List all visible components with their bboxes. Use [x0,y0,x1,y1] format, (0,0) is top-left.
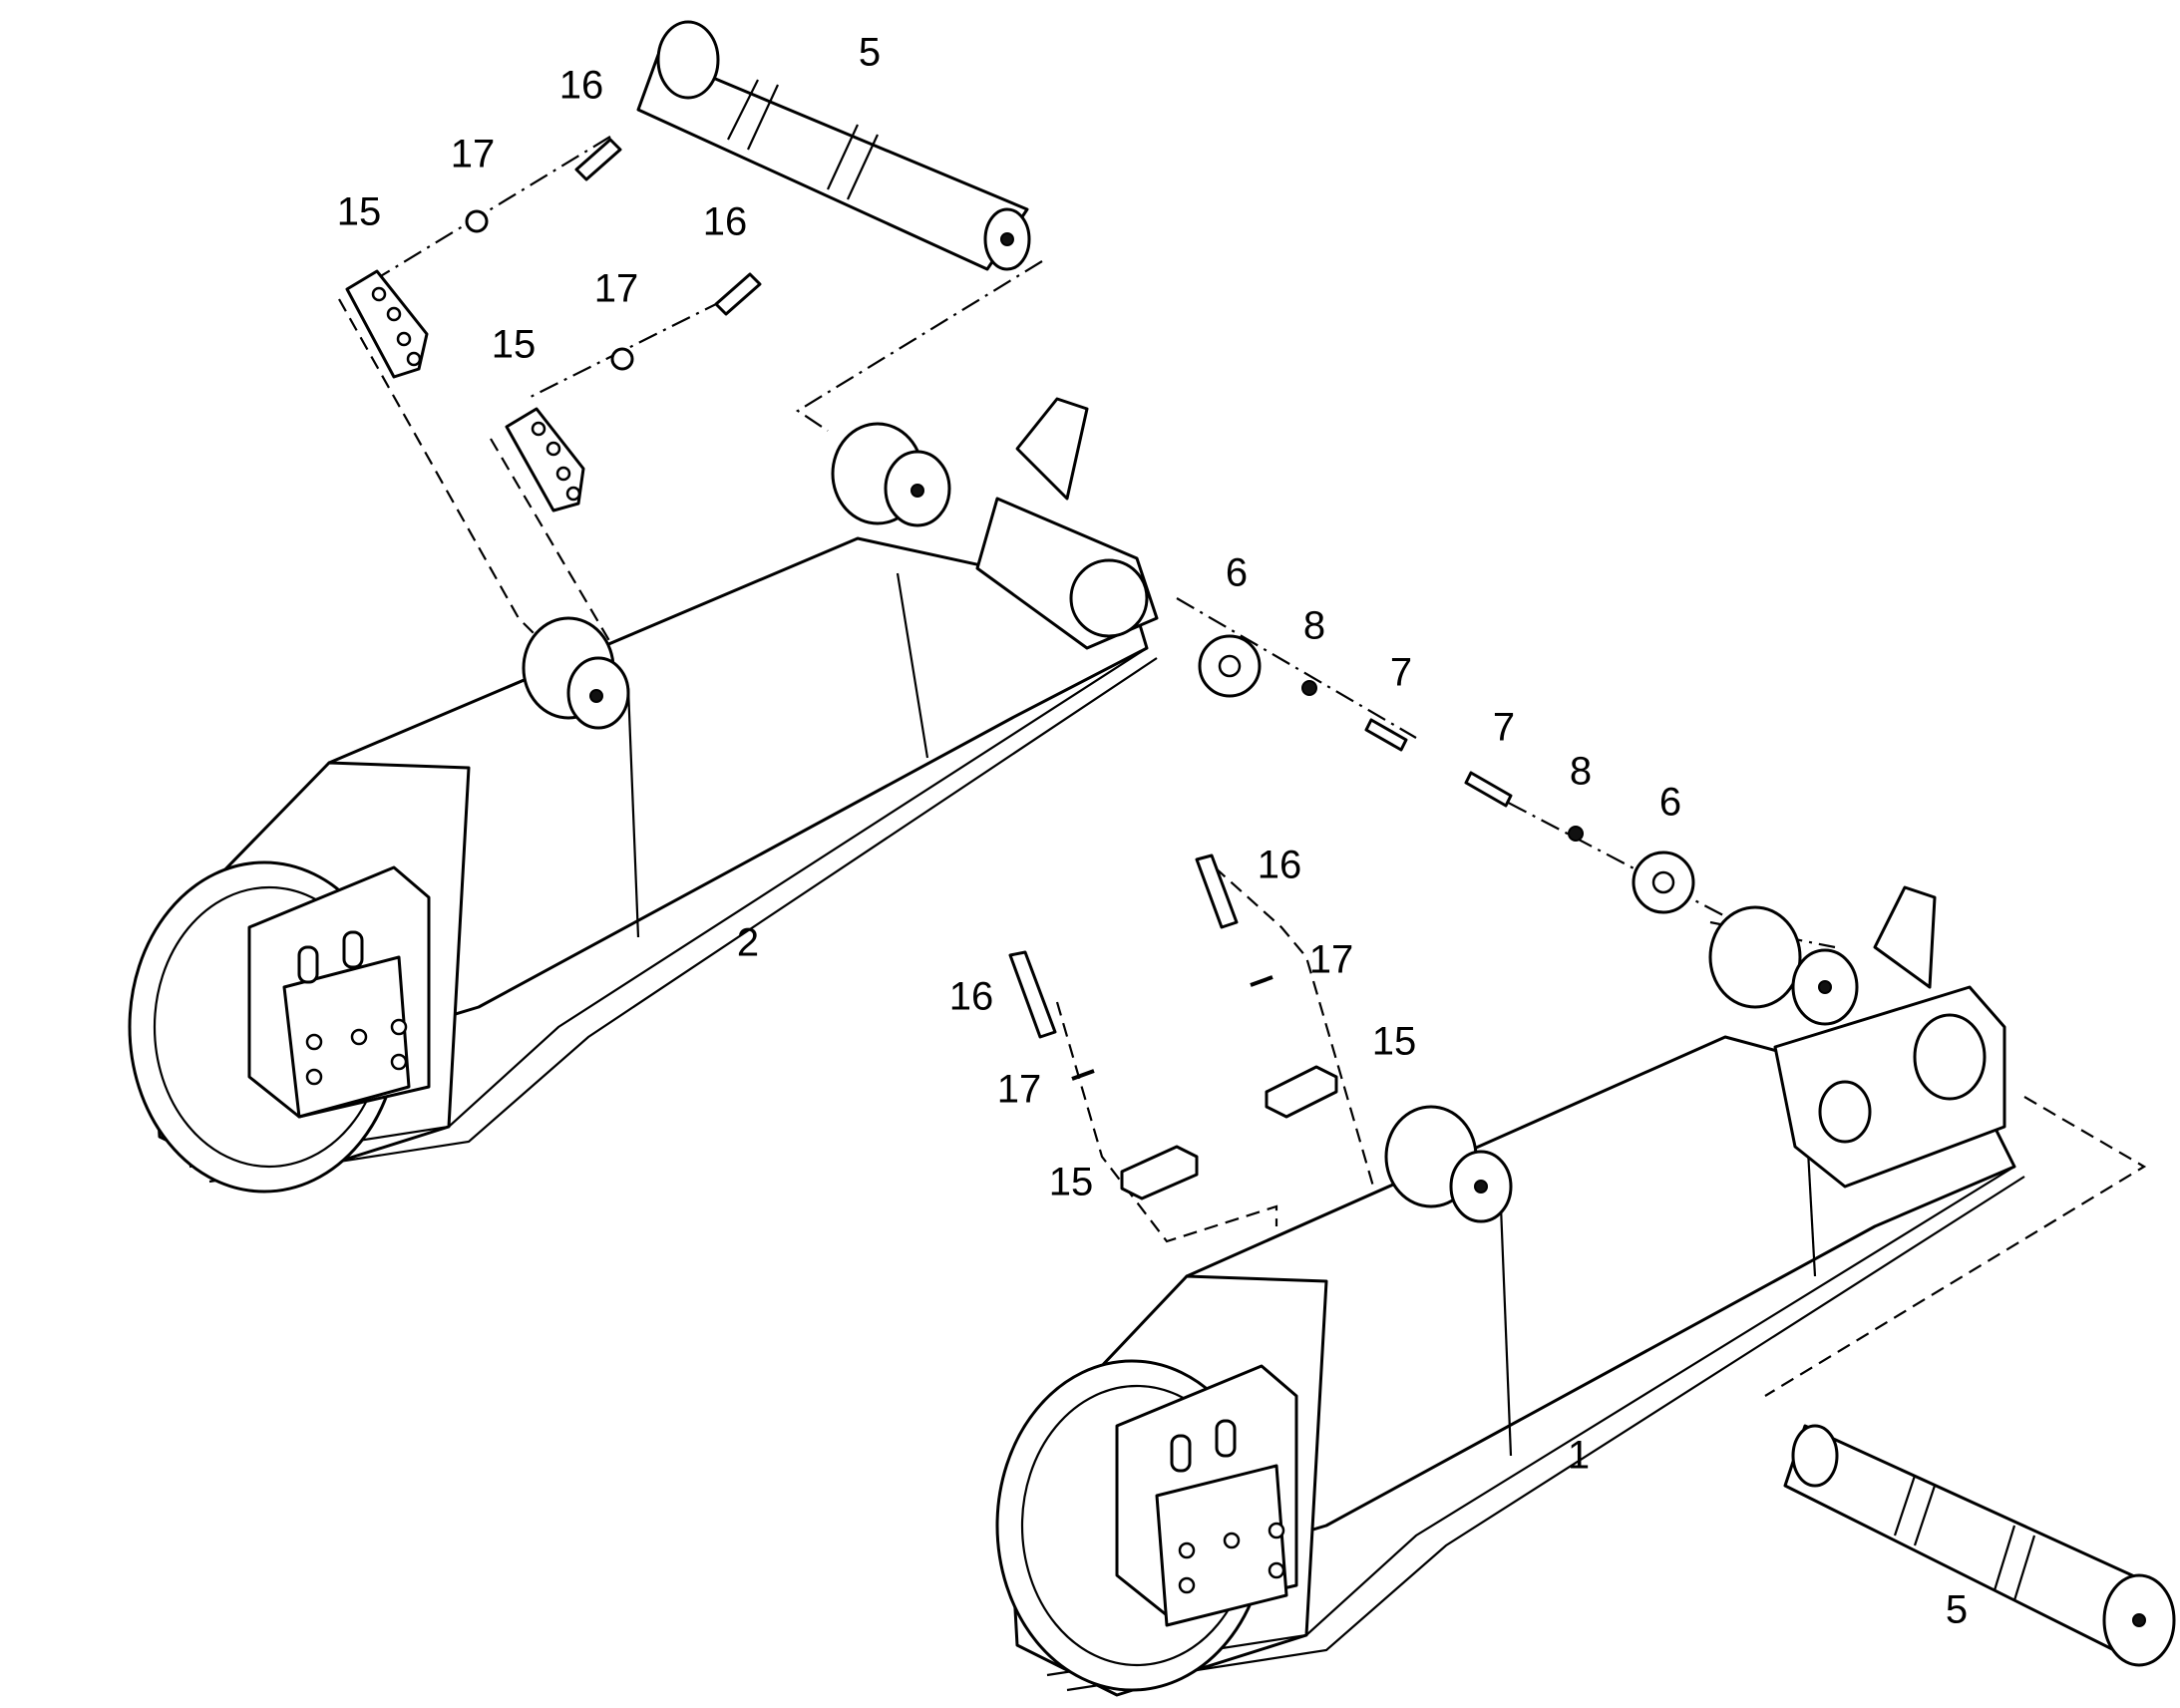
callout-15-a: 15 [337,190,382,234]
cap-15-a [345,269,429,379]
callout-15-d: 15 [1049,1161,1094,1204]
callout-17-b: 17 [594,267,639,311]
bolt-16-b [714,272,762,316]
callout-labels: 5 16 17 15 16 17 15 6 8 7 7 8 6 16 17 15… [337,31,1968,1632]
callout-6-a: 6 [1226,551,1248,595]
bolt-16-d [1008,950,1057,1039]
washer-17-d [1071,1069,1095,1081]
callout-7-a: 7 [1390,651,1412,695]
callout-1: 1 [1568,1434,1590,1478]
callout-15-c: 15 [1372,1020,1417,1064]
callout-15-b: 15 [492,323,537,367]
callout-7-b: 7 [1493,706,1515,750]
track-frame-assembly-2 [128,397,1159,1194]
callout-17-d: 17 [997,1068,1042,1112]
callout-8-b: 8 [1570,750,1592,794]
cap-15-d [1120,1145,1199,1200]
small-parts [345,138,1695,1200]
pin-5-bottom [1783,1424,2176,1667]
washer-17-b [610,347,634,371]
bolt-7-b [1464,771,1513,808]
track-frame-assembly-1 [995,885,2025,1697]
cap-15-c [1265,1065,1338,1119]
washer-8-b [1568,826,1584,842]
washer-17-c [1250,975,1273,987]
bolt-16-c [1195,854,1239,929]
bolt-7-a [1364,718,1408,752]
callout-16-d: 16 [949,975,994,1019]
callout-5-top: 5 [859,31,881,75]
callout-6-b: 6 [1659,781,1681,825]
leader-lines [338,136,2147,1397]
bolt-16-a [574,138,622,181]
callout-16-b: 16 [703,200,748,244]
callout-16-c: 16 [1258,844,1302,887]
washer-8-a [1301,680,1317,696]
callout-5-bottom: 5 [1946,1588,1968,1632]
washer-17-a [465,209,489,233]
callout-17-c: 17 [1309,938,1354,982]
cap-15-b [505,407,585,512]
pin-5-top [636,20,1031,271]
callout-17-a: 17 [451,133,496,176]
callout-8-a: 8 [1303,604,1325,648]
callout-2: 2 [737,921,759,965]
callout-16-a: 16 [559,64,604,108]
